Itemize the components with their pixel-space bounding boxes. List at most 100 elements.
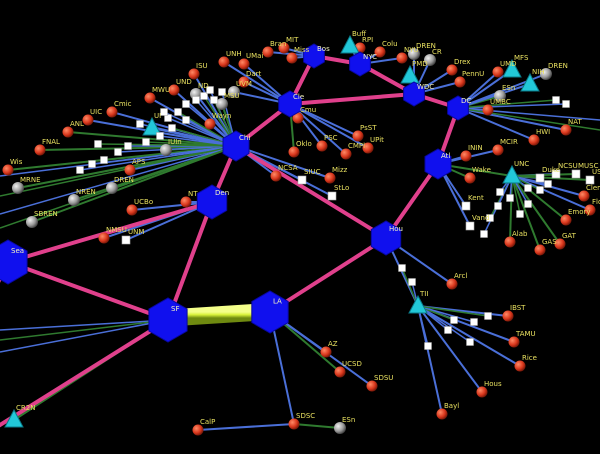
router-node-ucsd[interactable]	[334, 366, 346, 378]
router-node-cmu[interactable]	[292, 112, 304, 124]
switch-node[interactable]	[470, 318, 478, 326]
hub-node-cle[interactable]	[278, 90, 302, 118]
switch-node[interactable]	[210, 96, 218, 104]
router-node-bran[interactable]	[262, 46, 274, 58]
switch-node[interactable]	[142, 138, 150, 146]
router-node-nat[interactable]	[560, 124, 572, 136]
backbone-link-sea-sf[interactable]	[6, 260, 170, 322]
router-node-und[interactable]	[168, 84, 180, 96]
gray-node-iuin[interactable]	[160, 144, 172, 156]
switch-node-unm[interactable]	[121, 235, 131, 245]
switch-node[interactable]	[164, 114, 172, 122]
switch-node[interactable]	[536, 186, 544, 194]
switch-node[interactable]	[76, 166, 84, 174]
router-node-uic[interactable]	[82, 114, 94, 126]
router-node-fnal[interactable]	[34, 144, 46, 156]
switch-node[interactable]	[450, 316, 458, 324]
router-node-arcl[interactable]	[446, 278, 458, 290]
router-node-mizz[interactable]	[324, 172, 336, 184]
router-node-sdsc[interactable]	[288, 418, 300, 430]
router-node-mwu[interactable]	[144, 92, 156, 104]
router-node-unh[interactable]	[218, 56, 230, 68]
gateway-node-buff[interactable]	[340, 34, 360, 54]
backbone-link-sf-offscreen[interactable]	[0, 318, 170, 450]
switch-node-vand[interactable]	[465, 221, 475, 231]
switch-node-usc[interactable]	[585, 175, 595, 185]
switch-node[interactable]	[484, 312, 492, 320]
switch-node[interactable]	[494, 202, 502, 210]
router-node-mcin[interactable]	[492, 144, 504, 156]
hub-node-chi[interactable]	[222, 130, 250, 162]
router-node-colu[interactable]	[374, 46, 386, 58]
router-node-cmic[interactable]	[106, 106, 118, 118]
gray-node-cr[interactable]	[424, 54, 436, 66]
gray-node-dren_ny[interactable]	[408, 48, 420, 60]
router-node-nmsu[interactable]	[98, 232, 110, 244]
switch-node[interactable]	[544, 180, 552, 188]
router-node-drex[interactable]	[446, 64, 458, 76]
switch-node-musc[interactable]	[571, 169, 581, 179]
router-node-mit[interactable]	[278, 42, 290, 54]
switch-node-siuc[interactable]	[297, 175, 307, 185]
router-node-gat[interactable]	[554, 238, 566, 250]
switch-node[interactable]	[182, 100, 190, 108]
hub-node-la[interactable]	[251, 290, 289, 334]
switch-node[interactable]	[424, 342, 432, 350]
gray-node-dren_dc[interactable]	[540, 68, 552, 80]
switch-node-stlo[interactable]	[327, 191, 337, 201]
router-node-psu[interactable]	[454, 76, 466, 88]
router-node-upit[interactable]	[362, 142, 374, 154]
switch-node[interactable]	[206, 86, 214, 94]
gray-node-uvm[interactable]	[228, 86, 240, 98]
switch-node[interactable]	[506, 194, 514, 202]
router-node-wayn[interactable]	[204, 118, 216, 130]
hub-node-nyc[interactable]	[349, 51, 371, 77]
router-node-hwi[interactable]	[528, 134, 540, 146]
router-node-ucbo[interactable]	[126, 204, 138, 216]
router-node-sdsu[interactable]	[366, 380, 378, 392]
switch-node[interactable]	[88, 160, 96, 168]
router-node-oklo[interactable]	[288, 146, 300, 158]
backbone-link-hou-la[interactable]	[268, 236, 388, 314]
switch-node[interactable]	[136, 120, 144, 128]
router-node-az[interactable]	[320, 346, 332, 358]
router-node-tamu[interactable]	[508, 336, 520, 348]
backbone-link-sf-den[interactable]	[166, 200, 214, 322]
gray-node-mrne[interactable]	[12, 182, 24, 194]
hub-node-atl[interactable]	[424, 148, 452, 180]
router-node-gas[interactable]	[534, 244, 546, 256]
gateway-node-unc[interactable]	[502, 164, 522, 184]
switch-node-ncsu[interactable]	[551, 169, 561, 179]
gateway-node-mfs[interactable]	[502, 58, 522, 78]
router-node-uma[interactable]	[238, 58, 250, 70]
router-node-pssct[interactable]	[352, 130, 364, 142]
router-node-alab[interactable]	[504, 236, 516, 248]
switch-node[interactable]	[200, 92, 208, 100]
router-node-psc[interactable]	[316, 140, 328, 152]
gray-node-sbren[interactable]	[26, 216, 38, 228]
switch-node[interactable]	[94, 140, 102, 148]
switch-node[interactable]	[466, 338, 474, 346]
hub-node-dc[interactable]	[447, 95, 469, 121]
router-node-aps[interactable]	[124, 164, 136, 176]
hub-node-hou[interactable]	[370, 220, 402, 256]
router-node-ncsa[interactable]	[270, 170, 282, 182]
router-node-miss[interactable]	[286, 52, 298, 64]
hub-node-bos[interactable]	[303, 43, 325, 69]
router-node-umbc[interactable]	[482, 104, 494, 116]
switch-node[interactable]	[114, 148, 122, 156]
switch-node[interactable]	[156, 132, 164, 140]
switch-node[interactable]	[486, 214, 494, 222]
gateway-node-ui[interactable]	[142, 116, 162, 136]
switch-node[interactable]	[398, 264, 406, 272]
gray-node-dren_chi[interactable]	[106, 182, 118, 194]
router-node-cmpl[interactable]	[340, 148, 352, 160]
router-node-wis[interactable]	[2, 164, 14, 176]
switch-node[interactable]	[552, 96, 560, 104]
gray-node-nren[interactable]	[68, 194, 80, 206]
switch-node[interactable]	[100, 156, 108, 164]
router-node-wake[interactable]	[464, 172, 476, 184]
router-node-inin[interactable]	[460, 150, 472, 162]
